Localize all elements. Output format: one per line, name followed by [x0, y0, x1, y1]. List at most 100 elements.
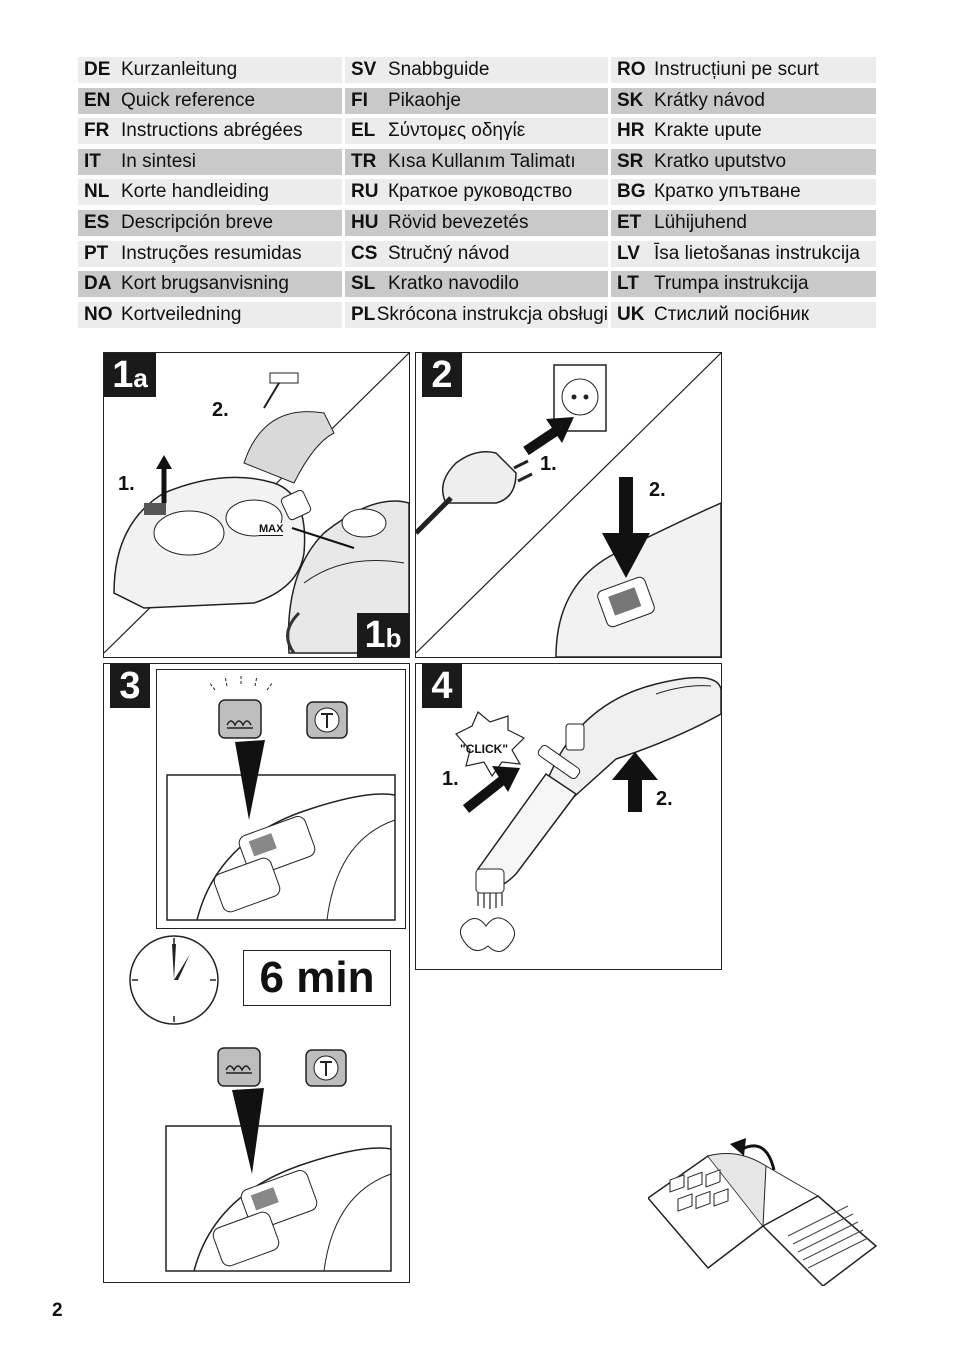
language-title: Skrócona instrukcja obsługi — [376, 303, 608, 325]
language-title: Стислий посібник — [654, 303, 810, 325]
step-2-label: 2. — [212, 399, 229, 421]
language-code: TR — [351, 150, 377, 172]
language-title: Snabbguide — [388, 59, 490, 80]
language-title: Instrucțiuni pe scurt — [654, 59, 819, 80]
language-cell: DA Kort brugsanvisning — [78, 271, 342, 298]
panel-1-fill-water: 1a 1b 1. 2. MAX — [103, 352, 410, 658]
step-1-label: 1. — [442, 768, 459, 790]
click-label: "CLICK" — [460, 742, 509, 756]
language-code: CS — [351, 242, 378, 264]
language-code: SL — [351, 273, 376, 295]
language-title: Pikaohje — [388, 89, 461, 111]
control-panel-illustration — [165, 1047, 392, 1272]
panel-2-plug-in: 2 1. 2. — [415, 352, 722, 658]
badge-letter: a — [133, 363, 148, 393]
language-title: Trumpa instrukcija — [654, 273, 809, 295]
language-cell: RO Instrucțiuni pe scurt — [611, 57, 876, 83]
language-title: Īsa lietošanas instrukcija — [654, 242, 860, 264]
language-code: ES — [84, 212, 110, 233]
language-code: IT — [84, 150, 101, 172]
step-2-label: 2. — [656, 788, 673, 810]
language-code: SV — [351, 59, 377, 80]
badge-number: 1 — [364, 614, 386, 656]
language-code: HU — [351, 212, 379, 233]
language-title: Kratko uputstvo — [654, 150, 787, 172]
steam-ready-icon — [306, 701, 348, 739]
language-title: Krakte upute — [654, 120, 762, 142]
language-cell: EN Quick reference — [78, 87, 342, 114]
language-title: Lühijuhend — [654, 212, 747, 233]
language-code: RO — [617, 59, 646, 80]
language-cell: UK Стислий посібник — [611, 301, 876, 328]
language-code: BG — [617, 181, 646, 203]
hand-tool-attach-illustration — [455, 676, 721, 952]
step-2-label: 2. — [649, 479, 666, 501]
language-title: In sintesi — [121, 150, 196, 172]
step-badge-1b: 1b — [357, 613, 409, 657]
language-title: Kortveiledning — [121, 303, 242, 325]
language-title: Stručný návod — [388, 242, 510, 264]
language-title: Krátky návod — [654, 89, 765, 111]
language-title: Kort brugsanvisning — [121, 273, 289, 295]
language-title: Kurzanleitung — [121, 59, 238, 80]
language-title: Краткое руководство — [388, 181, 573, 203]
language-cell: PT Instruções resumidas — [78, 240, 342, 267]
heating-indicator-icon — [217, 1047, 261, 1087]
language-cell: HU Rövid bevezetés — [345, 210, 608, 236]
language-code: PT — [84, 242, 109, 264]
plug-and-socket-illustration — [416, 353, 721, 657]
indicator-inset-top — [156, 669, 406, 929]
language-cell: TR Kısa Kullanım Talimatı — [345, 148, 608, 175]
step-badge-3: 3 — [110, 664, 150, 708]
language-cell: SV Snabbguide — [345, 57, 608, 83]
language-cell: SL Kratko navodilo — [345, 271, 608, 298]
steam-ready-icon — [305, 1049, 347, 1087]
language-title: Korte handleiding — [121, 181, 269, 203]
language-title: Kısa Kullanım Talimatı — [388, 150, 576, 172]
language-title: Kratko navodilo — [388, 273, 519, 295]
language-cell: LT Trumpa instrukcija — [611, 271, 876, 298]
language-cell: FR Instructions abrégées — [78, 118, 342, 145]
badge-letter: b — [385, 623, 402, 653]
steam-cleaner-fill-illustration — [104, 353, 409, 654]
language-code: NL — [84, 181, 110, 203]
language-title: Instruções resumidas — [121, 242, 302, 264]
step-1-label: 1. — [540, 453, 557, 475]
language-cell: ES Descripción breve — [78, 210, 342, 236]
open-manual-icon — [648, 1138, 878, 1286]
language-title: Quick reference — [121, 89, 256, 111]
indicator-inset-bottom — [164, 1034, 394, 1274]
language-code: FR — [84, 120, 110, 142]
language-title: Σύντομες οδηγίε — [388, 120, 526, 142]
language-cell: NL Korte handleiding — [78, 179, 342, 206]
heating-indicator-icon — [208, 674, 274, 739]
language-code: LV — [617, 242, 640, 264]
step-badge-2: 2 — [422, 353, 462, 397]
language-cell: IT In sintesi — [78, 148, 342, 175]
panel-4-attach-accessory: 4 "CLICK" 1. 2. — [415, 663, 722, 970]
language-code: EN — [84, 89, 111, 111]
step-1-label: 1. — [118, 473, 135, 495]
language-code: DA — [84, 273, 112, 295]
language-code: LT — [617, 273, 639, 295]
language-title: Rövid bevezetés — [388, 212, 529, 233]
language-code: UK — [617, 303, 645, 325]
language-title: Instructions abrégées — [121, 120, 303, 142]
badge-number: 1 — [112, 354, 134, 396]
language-title: Descripción breve — [121, 212, 274, 233]
language-cell: CS Stručný návod — [345, 240, 608, 267]
step-badge-4: 4 — [422, 664, 462, 708]
control-panel-illustration — [166, 674, 396, 921]
heat-up-time: 6 min — [243, 950, 391, 1006]
